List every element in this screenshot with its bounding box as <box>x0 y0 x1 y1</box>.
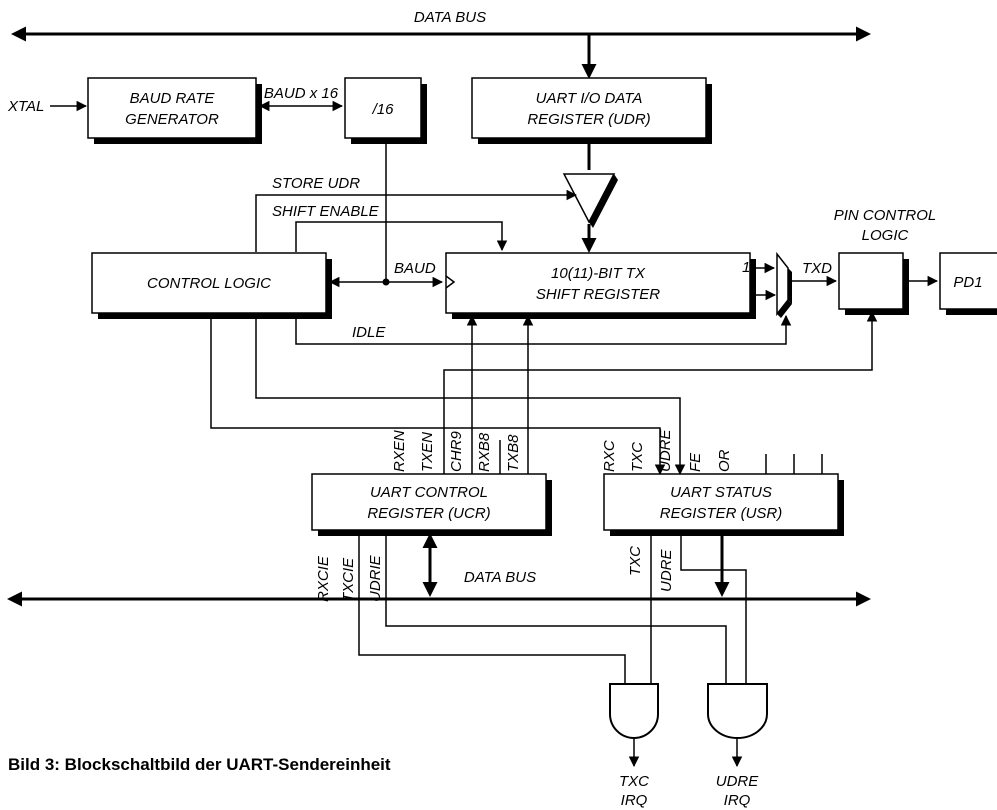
pd1-label: PD1 <box>953 274 982 291</box>
bit-rxen: RXEN <box>391 430 408 472</box>
bit-txb8: TXB8 <box>505 434 522 472</box>
bit-rxc: RXC <box>601 440 618 472</box>
ucr-bit-labels: RXEN TXEN CHR9 RXB8 TXB8 <box>391 430 522 472</box>
div16-label: /16 <box>372 101 395 118</box>
baud-label: BAUD <box>394 260 436 277</box>
bit-chr9: CHR9 <box>448 431 465 472</box>
data-bus-bottom: DATA BUS <box>6 533 871 607</box>
bit-udre: UDRE <box>657 429 674 472</box>
idle-signal: IDLE <box>295 314 792 345</box>
one-input-label: 1 <box>742 259 750 276</box>
output-mux <box>776 251 792 318</box>
bit-fe: FE <box>687 452 704 472</box>
tristate-buffer <box>562 173 618 253</box>
store-udr-label: STORE UDR <box>272 175 360 192</box>
udr-register: UART I/O DATA REGISTER (UDR) <box>471 77 712 144</box>
ucr-interrupt-bit-labels: RXCIE TXCIE UDRIE <box>315 554 384 602</box>
and-gate-txc: TXC IRQ <box>609 683 659 809</box>
txd-label: TXD <box>802 260 832 277</box>
pin-control-logic: PIN CONTROL LOGIC <box>834 207 937 315</box>
control-logic-block: CONTROL LOGIC <box>91 252 332 319</box>
data-bus-top: DATA BUS <box>10 9 871 79</box>
ucr-label-1: UART CONTROL <box>370 484 488 501</box>
baud-generator-label-2: GENERATOR <box>125 111 219 128</box>
bit-rxcie: RXCIE <box>315 555 332 602</box>
shift-register-label-1: 10(11)-BIT TX <box>551 265 646 282</box>
bit-or: OR <box>716 449 733 472</box>
bit-txc: TXC <box>629 442 646 472</box>
store-udr-signal: STORE UDR <box>255 175 578 252</box>
pd1-pin: PD1 <box>939 252 997 315</box>
udre-irq-label-2: IRQ <box>724 792 751 809</box>
txc-irq-label-1: TXC <box>619 773 649 790</box>
control-logic-label: CONTROL LOGIC <box>147 275 271 292</box>
bit-udrie: UDRIE <box>367 554 384 602</box>
udr-label-1: UART I/O DATA <box>536 90 643 107</box>
bit-udre-out: UDRE <box>658 549 675 592</box>
usr-bit-labels: RXC TXC UDRE FE OR <box>601 429 733 472</box>
data-bus-top-label: DATA BUS <box>414 9 486 26</box>
xtal-label: XTAL <box>7 98 44 115</box>
pin-control-label-2: LOGIC <box>862 227 909 244</box>
divide-by-16-block: /16 <box>344 77 427 144</box>
baud-rate-generator: BAUD RATE GENERATOR <box>87 77 262 144</box>
usr-label-2: REGISTER (USR) <box>660 505 783 522</box>
txd-signal: TXD <box>790 260 838 287</box>
usr-label-1: UART STATUS <box>670 484 772 501</box>
bit-txc-out: TXC <box>627 546 644 576</box>
baud-generator-label-1: BAUD RATE <box>130 90 216 107</box>
udre-irq-label-1: UDRE <box>716 773 759 790</box>
txc-irq-label-2: IRQ <box>621 792 648 809</box>
and-gate-udre: UDRE IRQ <box>707 683 768 809</box>
uart-control-register: UART CONTROL REGISTER (UCR) <box>311 473 552 536</box>
udr-label-2: REGISTER (UDR) <box>527 111 650 128</box>
pin-control-label-1: PIN CONTROL <box>834 207 937 224</box>
tx-shift-register: 10(11)-BIT TX SHIFT REGISTER <box>445 252 756 319</box>
bit-txcie: TXCIE <box>340 557 357 602</box>
idle-label: IDLE <box>352 324 386 341</box>
bit-txen: TXEN <box>419 432 436 472</box>
uart-status-register: UART STATUS REGISTER (USR) <box>603 473 844 536</box>
baud-signal: BAUD <box>328 260 444 288</box>
bit-rxb8: RXB8 <box>476 432 493 472</box>
baud-x16-label: BAUD x 16 <box>264 85 339 102</box>
shift-enable-signal: SHIFT ENABLE <box>272 203 508 252</box>
ucr-label-2: REGISTER (UCR) <box>367 505 490 522</box>
xtal-input: XTAL <box>7 98 88 115</box>
baud-x16-link: BAUD x 16 <box>258 85 344 112</box>
shift-enable-label: SHIFT ENABLE <box>272 203 380 220</box>
figure-caption: Bild 3: Blockschaltbild der UART-Sendere… <box>8 755 391 774</box>
shift-register-label-2: SHIFT REGISTER <box>536 286 660 303</box>
usr-output-bit-labels: TXC UDRE <box>627 546 675 592</box>
data-bus-bottom-label: DATA BUS <box>464 569 536 586</box>
